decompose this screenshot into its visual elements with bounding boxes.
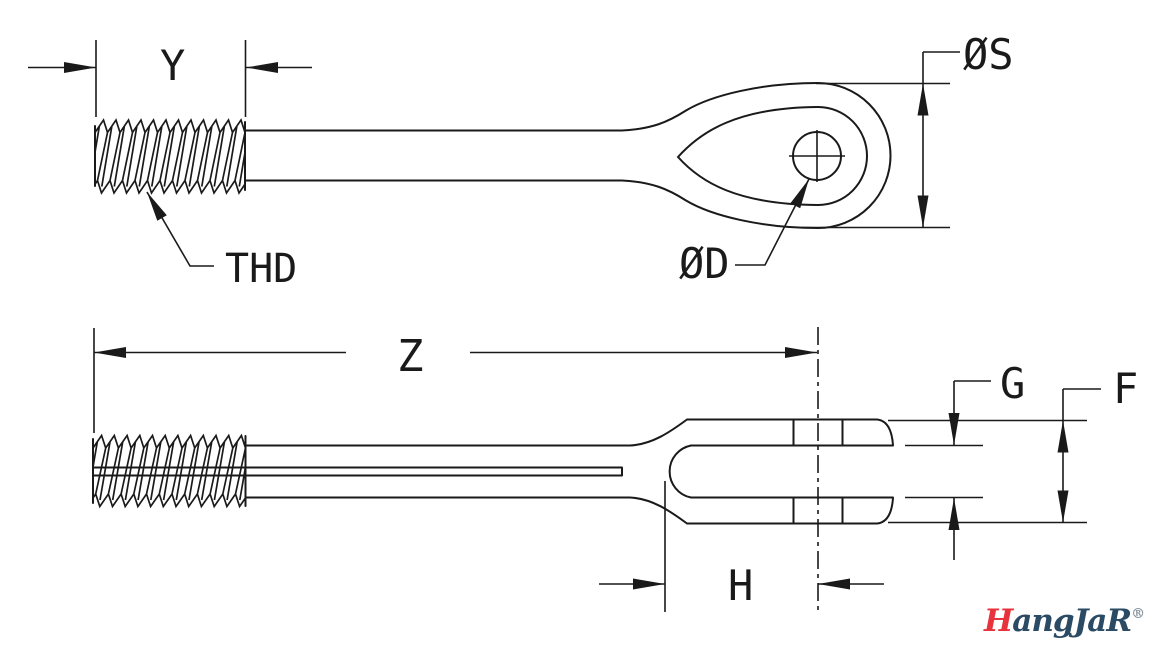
eye-outer-outline: [244, 81, 892, 230]
label-H: H: [728, 561, 753, 610]
hole-crosshair: [789, 130, 845, 182]
fork-bottom-prong: [244, 496, 894, 525]
registered-mark: ®: [1131, 606, 1144, 622]
eye-end-top-view: [94, 81, 892, 230]
dim-THD: THD: [146, 191, 297, 292]
label-Z: Z: [397, 331, 424, 382]
logo-rest: angJaR: [1012, 603, 1131, 639]
label-Y: Y: [160, 41, 185, 90]
label-S: ØS: [963, 30, 1014, 79]
label-G: G: [1000, 359, 1025, 408]
dim-D: ØD: [679, 178, 810, 288]
svg-text:HangJaR®: HangJaR®: [983, 603, 1144, 639]
dim-G: G: [905, 359, 1025, 560]
thread-section-side-view: [93, 433, 246, 509]
fork-end-side-view: [92, 327, 894, 612]
label-F: F: [1113, 364, 1138, 413]
thread-section-top-view: [95, 118, 245, 195]
fork-u-bend: [668, 444, 692, 499]
fork-hole-edges: [792, 418, 844, 525]
slot-lines: [92, 466, 623, 477]
brand-logo: HangJaR®: [983, 603, 1145, 639]
dim-F: F: [888, 364, 1138, 524]
dim-Z: Z: [93, 328, 817, 433]
logo-initial: H: [983, 603, 1015, 639]
label-D: ØD: [679, 239, 730, 288]
eye-inner-outline: [676, 105, 868, 207]
dim-Y: Y: [28, 40, 312, 117]
label-THD: THD: [225, 246, 297, 292]
dim-S: ØS: [801, 30, 1014, 229]
dim-H: H: [599, 481, 884, 612]
fork-top-prong: [244, 418, 894, 447]
